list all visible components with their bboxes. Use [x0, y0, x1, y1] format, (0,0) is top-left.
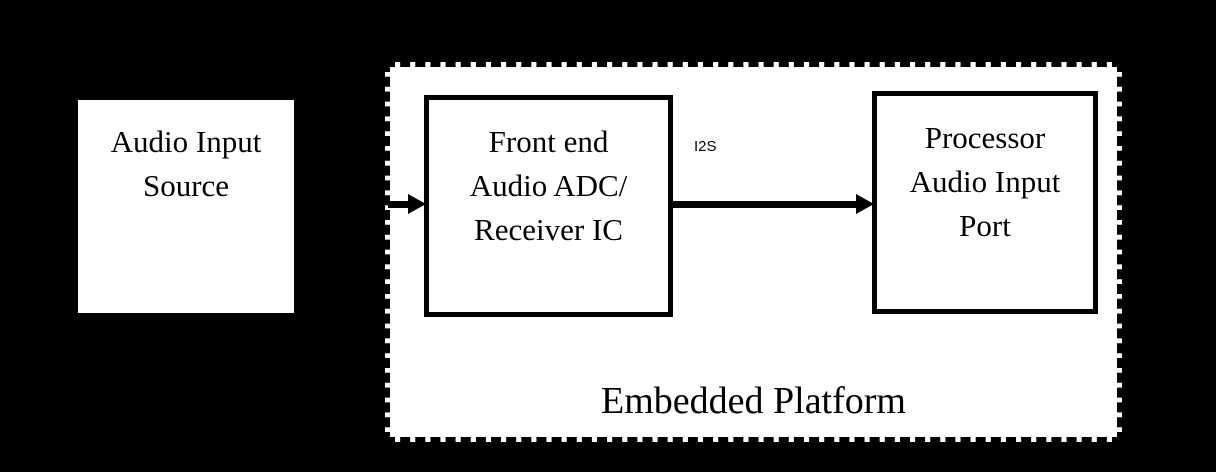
block-processor-audio-input-port-text: Processor Audio Input Port: [877, 116, 1093, 248]
block-processor-audio-input-port: Processor Audio Input Port: [872, 91, 1098, 314]
block-text-line: Audio Input: [110, 124, 262, 159]
arrow-adc-to-processor: [671, 194, 874, 214]
arrow-shaft: [671, 201, 858, 208]
block-text-line: Audio ADC/: [469, 168, 628, 203]
arrowhead-right-icon: [408, 194, 426, 214]
block-front-end-audio-adc-text: Front end Audio ADC/ Receiver IC: [429, 120, 668, 252]
arrowhead-right-icon: [856, 194, 874, 214]
block-front-end-audio-adc: Front end Audio ADC/ Receiver IC: [424, 95, 673, 317]
block-text-line: Source: [142, 168, 230, 203]
arrow-source-to-adc: [388, 194, 426, 214]
arrow-shaft: [388, 201, 410, 208]
block-audio-input-source-text: Audio Input Source: [78, 120, 294, 208]
connection-label-i2s: I2S: [694, 138, 717, 155]
block-text-line: Processor: [924, 120, 1046, 155]
block-text-line: Audio Input: [909, 164, 1061, 199]
embedded-platform-label: Embedded Platform: [601, 380, 906, 422]
block-audio-input-source: Audio Input Source: [78, 100, 294, 313]
block-text-line: Receiver IC: [474, 212, 623, 247]
block-text-line: Port: [959, 208, 1011, 243]
block-text-line: Front end: [488, 124, 609, 159]
